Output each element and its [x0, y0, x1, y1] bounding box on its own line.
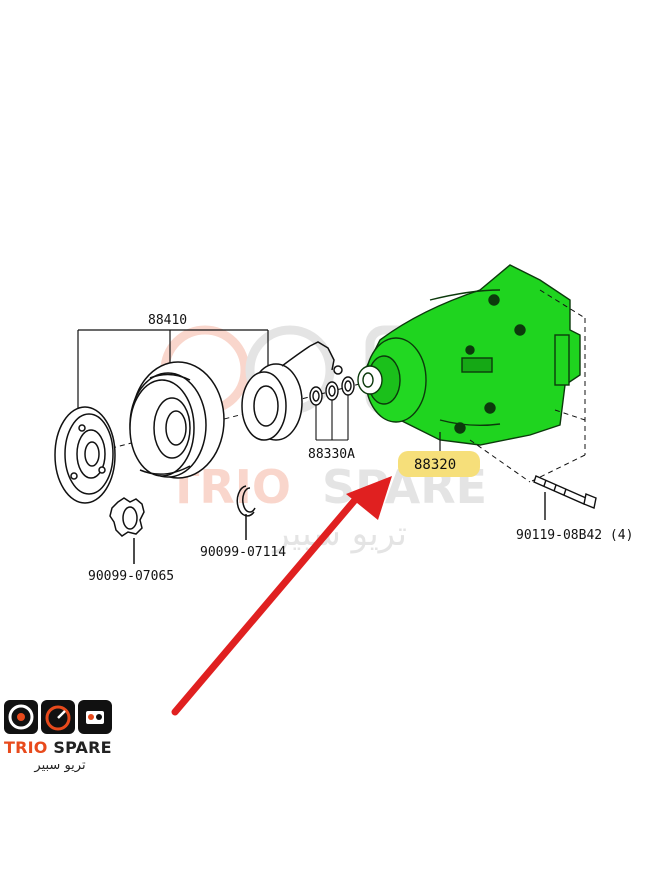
label-88330a: 88330A: [308, 447, 355, 462]
label-88410: 88410: [148, 313, 187, 328]
wheel-icon: [4, 700, 38, 734]
logo-brand-name: TRIO SPARE: [4, 738, 124, 757]
engine-icon: [78, 700, 112, 734]
snap-ring-outer: [236, 485, 256, 540]
pulley: [129, 361, 225, 479]
snap-ring-inner: [109, 497, 145, 564]
shim-set: [309, 376, 355, 406]
clutch-plate: [54, 406, 116, 504]
leader-88410: [77, 329, 269, 412]
trio-spare-logo: TRIO SPARE تريو سبير: [4, 700, 124, 780]
label-90119-08b42: 90119-08B42 (4): [516, 528, 633, 543]
highlight-88320: [398, 451, 480, 477]
logo-brand-spare: SPARE: [53, 738, 112, 757]
leader-88330a: [315, 395, 349, 441]
label-90099-07114: 90099-07114: [200, 545, 286, 560]
compressor-body: [357, 264, 581, 446]
compressor-dashed-outline: [469, 289, 586, 483]
bolt: [533, 475, 597, 520]
speedometer-icon: [41, 700, 75, 734]
label-90099-07065: 90099-07065: [88, 569, 174, 584]
logo-brand-trio: TRIO: [4, 738, 48, 757]
field-coil: [241, 341, 343, 441]
pointer-arrow: [171, 476, 392, 716]
label-88320: 88320: [414, 457, 456, 473]
logo-arabic: تريو سبير: [34, 758, 86, 773]
